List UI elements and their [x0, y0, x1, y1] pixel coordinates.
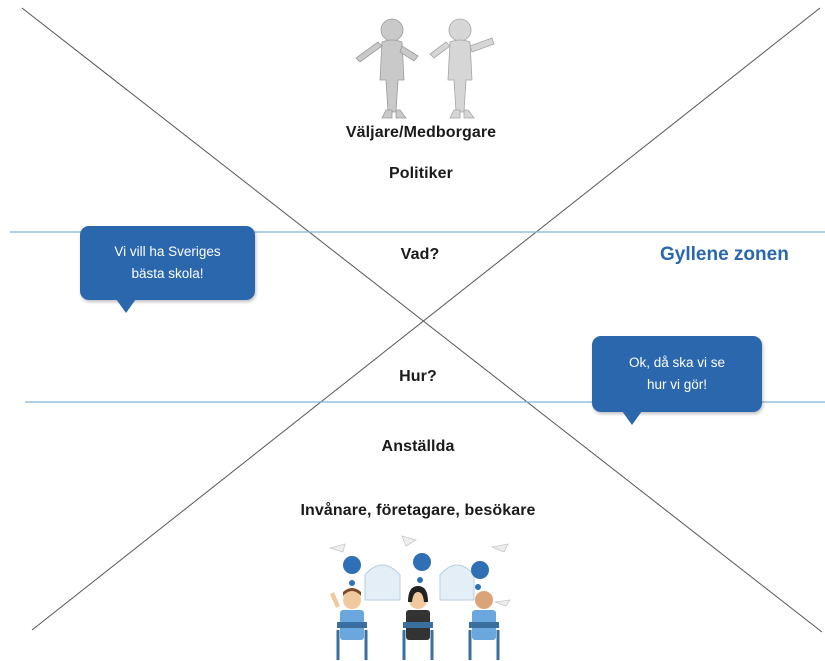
label-how: Hur?: [399, 368, 437, 385]
bubble-right-line-1: Ok, då ska vi se: [628, 355, 726, 370]
three-students-thinking-icon: [328, 535, 511, 660]
label-employees: Anställda: [381, 438, 455, 455]
speech-bubble-right-tail: [622, 411, 642, 425]
bubble-left-line-1: Vi vill ha Sveriges: [114, 244, 221, 259]
label-politicians: Politiker: [388, 165, 454, 182]
bubble-right-line-2: hur vi gör!: [646, 377, 707, 392]
speech-bubble-left-tail: [116, 299, 136, 313]
label-residents-businesses-visitors: Invånare, företagare, besökare: [300, 502, 536, 519]
diagonal-line-ascending: [31, 7, 821, 631]
speech-bubble-right: Ok, då ska vi se hur vi gör!: [592, 336, 762, 412]
golden-zone-label: Gyllene zonen: [660, 244, 789, 265]
label-voters-citizens: Väljare/Medborgare: [345, 124, 497, 141]
bubble-left-line-2: bästa skola!: [131, 266, 204, 281]
speech-bubble-left: Vi vill ha Sveriges bästa skola!: [80, 226, 255, 300]
label-what: Vad?: [400, 246, 440, 263]
two-3d-figures-icon: [355, 18, 495, 119]
diagonal-line-descending: [21, 7, 823, 633]
